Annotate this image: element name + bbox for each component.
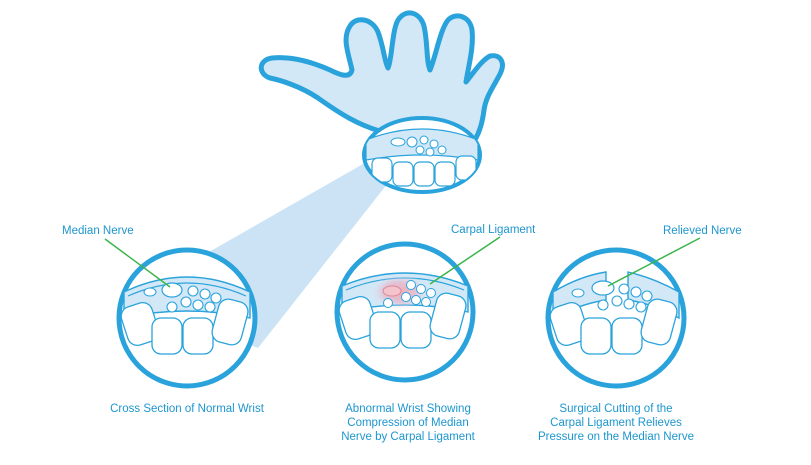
hand-silhouette — [258, 10, 505, 155]
relieved-nerve-leader — [607, 237, 701, 287]
surgical-wrist-anatomy — [549, 271, 680, 355]
caption-normal-wrist: Cross Section of Normal Wrist — [110, 403, 264, 415]
abnormal-wrist-anatomy — [338, 272, 469, 349]
caption-surgical-release: Surgical Cutting of the Carpal Ligament … — [538, 403, 694, 443]
median-nerve-leader — [104, 238, 171, 288]
wrist-inset-anatomy — [365, 128, 479, 187]
normal-wrist-anatomy — [120, 276, 251, 355]
caption-abnormal-wrist: Abnormal Wrist Showing Compression of Me… — [341, 403, 475, 443]
median-nerve-label: Median Nerve — [62, 225, 134, 237]
relieved-nerve-label: Relieved Nerve — [663, 225, 742, 237]
carpal-ligament-leader — [429, 236, 501, 285]
carpal-ligament-label: Carpal Ligament — [451, 224, 536, 236]
